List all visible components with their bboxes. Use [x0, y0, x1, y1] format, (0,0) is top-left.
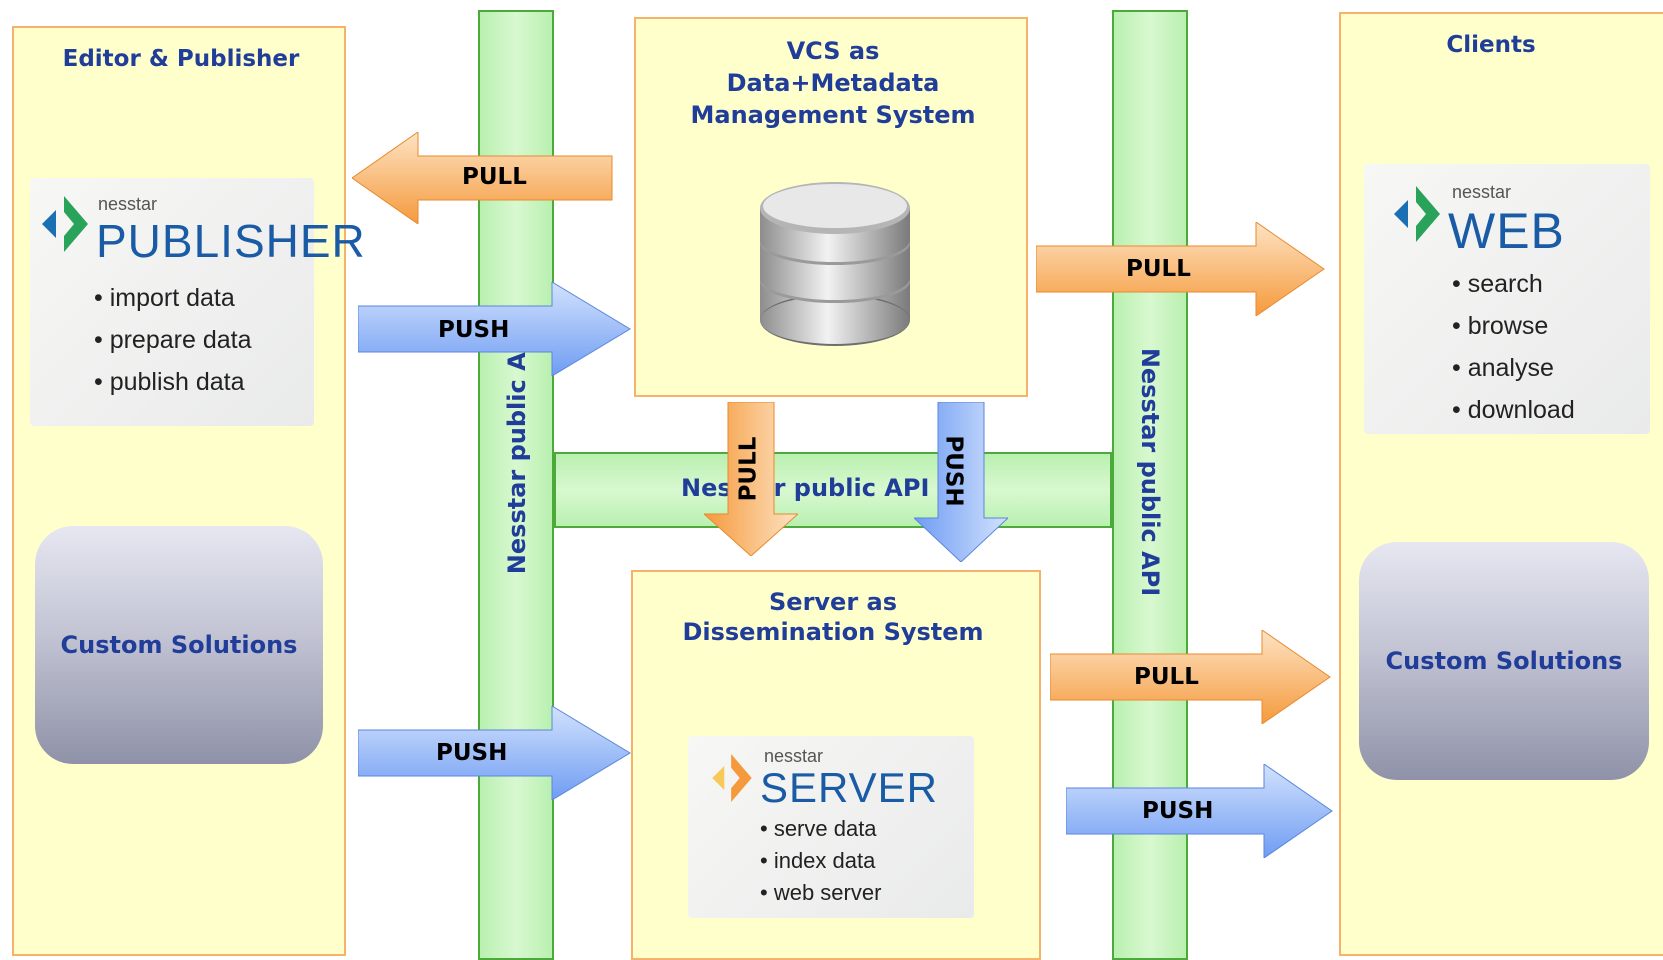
pull-arrow-vcs-to-server: [704, 402, 798, 556]
nesstar-diamond-icon: [1394, 186, 1440, 242]
push-arrow-editor-to-server: [358, 706, 631, 800]
server-item-3: • web server: [760, 880, 882, 905]
nesstar-diamond-icon: [712, 754, 752, 802]
server-brand: nesstar: [764, 746, 824, 766]
web-product: WEB: [1448, 203, 1565, 259]
vcs-title-line2: Data+Metadata: [726, 69, 940, 97]
editor-publisher-title: Editor & Publisher: [62, 46, 300, 72]
publisher-item-2: • prepare data: [94, 326, 252, 354]
push-label-vertical: PUSH: [940, 435, 967, 507]
web-item-1: • search: [1452, 270, 1543, 298]
server-item-2: • index data: [760, 848, 876, 873]
api-label-horizontal: Nesstar public API: [681, 474, 930, 502]
web-item-2: • browse: [1452, 312, 1549, 340]
database-icon: [760, 182, 910, 346]
publisher-product: PUBLISHER: [96, 215, 366, 267]
clients-panel: Clients: [1339, 12, 1663, 956]
custom-solutions-left: Custom Solutions: [35, 526, 323, 764]
clients-title: Clients: [1446, 32, 1536, 58]
custom-solutions-right-label: Custom Solutions: [1385, 647, 1623, 675]
server-logo: nesstar SERVER • serve data • index data…: [688, 736, 974, 918]
web-item-3: • analyse: [1452, 354, 1554, 382]
web-logo: nesstar WEB • search • browse • analyse …: [1364, 164, 1650, 434]
push-label-1: PUSH: [438, 317, 510, 343]
nesstar-diamond-icon: [42, 196, 88, 252]
custom-solutions-left-label: Custom Solutions: [60, 631, 298, 659]
pull-label-3: PULL: [1134, 664, 1199, 690]
push-label-2: PUSH: [436, 740, 508, 766]
web-brand: nesstar: [1452, 182, 1512, 202]
web-item-4: • download: [1452, 396, 1575, 424]
pull-label-2: PULL: [1126, 256, 1191, 282]
server-product: SERVER: [760, 764, 938, 811]
api-bar-horizontal: [554, 452, 1112, 528]
vcs-title-line3: Management System: [690, 101, 976, 129]
push-arrow-vcs-to-server: [914, 402, 1008, 562]
push-label-3: PUSH: [1142, 798, 1214, 824]
editor-publisher-panel: Editor & Publisher: [12, 26, 346, 956]
custom-solutions-right: Custom Solutions: [1359, 542, 1649, 780]
pull-arrow-vcs-to-editor: [352, 132, 613, 224]
pull-label-vertical: PULL: [735, 436, 762, 502]
pull-arrow-server-to-clients: [1050, 630, 1331, 724]
publisher-brand: nesstar: [98, 194, 158, 214]
publisher-item-1: • import data: [94, 284, 235, 312]
server-title-line1: Server as: [769, 588, 897, 616]
vcs-title-line1: VCS as: [786, 37, 880, 65]
push-arrow-server-to-clients: [1066, 764, 1333, 858]
server-item-1: • serve data: [760, 816, 877, 841]
publisher-logo: nesstar PUBLISHER • import data • prepar…: [30, 178, 365, 426]
pull-label-1: PULL: [462, 164, 527, 190]
api-label-right: Nesstar public API: [1136, 347, 1164, 597]
server-title-line2: Dissemination System: [682, 618, 984, 646]
publisher-item-3: • publish data: [94, 368, 245, 396]
pull-arrow-vcs-to-clients: [1036, 222, 1325, 316]
push-arrow-editor-to-vcs: [358, 282, 631, 376]
